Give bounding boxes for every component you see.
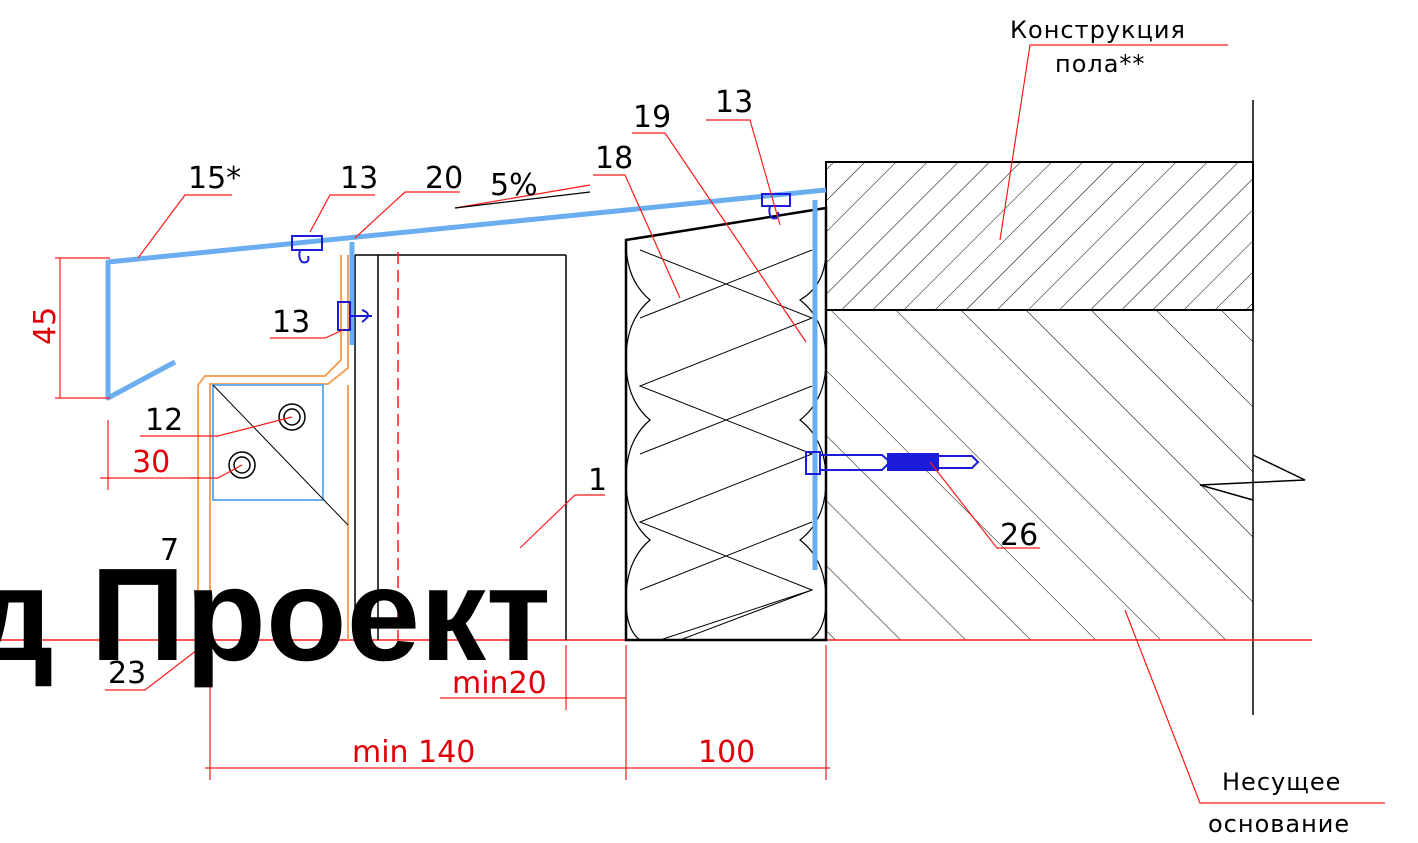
anchor-bolt-upper xyxy=(278,403,306,431)
insulation-layer xyxy=(624,206,828,642)
load-bearing-base xyxy=(825,162,1253,640)
flashing-sill xyxy=(105,187,827,570)
watermark: д Проект xyxy=(0,541,551,688)
callout-19: 19 xyxy=(633,100,671,135)
slope-label: 5% xyxy=(490,168,538,203)
wall-anchor-dowel xyxy=(805,451,980,475)
callout-18: 18 xyxy=(595,141,633,176)
rivet-fastener xyxy=(291,193,791,331)
floor-construction-label-line1: Конструкция xyxy=(1010,16,1186,44)
floor-construction xyxy=(825,161,1254,311)
base-label-line2: основание xyxy=(1208,810,1350,838)
callout-20: 20 xyxy=(425,161,463,196)
leader-lines xyxy=(105,44,1385,804)
base-label-line1: Несущее xyxy=(1222,768,1341,796)
dimension-30: 30 xyxy=(132,445,170,480)
callout-23: 23 xyxy=(108,656,146,691)
callout-12: 12 xyxy=(145,403,183,438)
callout-15: 15* xyxy=(188,161,241,196)
callout-1: 1 xyxy=(588,463,607,498)
dimension-min140: min 140 xyxy=(352,735,475,770)
callout-7: 7 xyxy=(160,533,179,568)
vertical-profile xyxy=(354,252,567,640)
dimension-lines xyxy=(55,257,830,780)
floor-construction-label-line2: пола** xyxy=(1055,50,1145,78)
callout-13-top: 13 xyxy=(340,161,378,196)
bracket-plate xyxy=(212,384,349,526)
anchor-bolt-lower xyxy=(228,451,256,479)
callout-13-side: 13 xyxy=(272,305,310,340)
callout-13-right: 13 xyxy=(715,85,753,120)
callout-26: 26 xyxy=(1000,518,1038,553)
slope-indicator xyxy=(454,191,591,209)
break-line xyxy=(1199,100,1306,715)
dimension-min20: min20 xyxy=(452,666,547,701)
dimension-100: 100 xyxy=(698,735,755,770)
dimension-45: 45 xyxy=(28,307,63,345)
